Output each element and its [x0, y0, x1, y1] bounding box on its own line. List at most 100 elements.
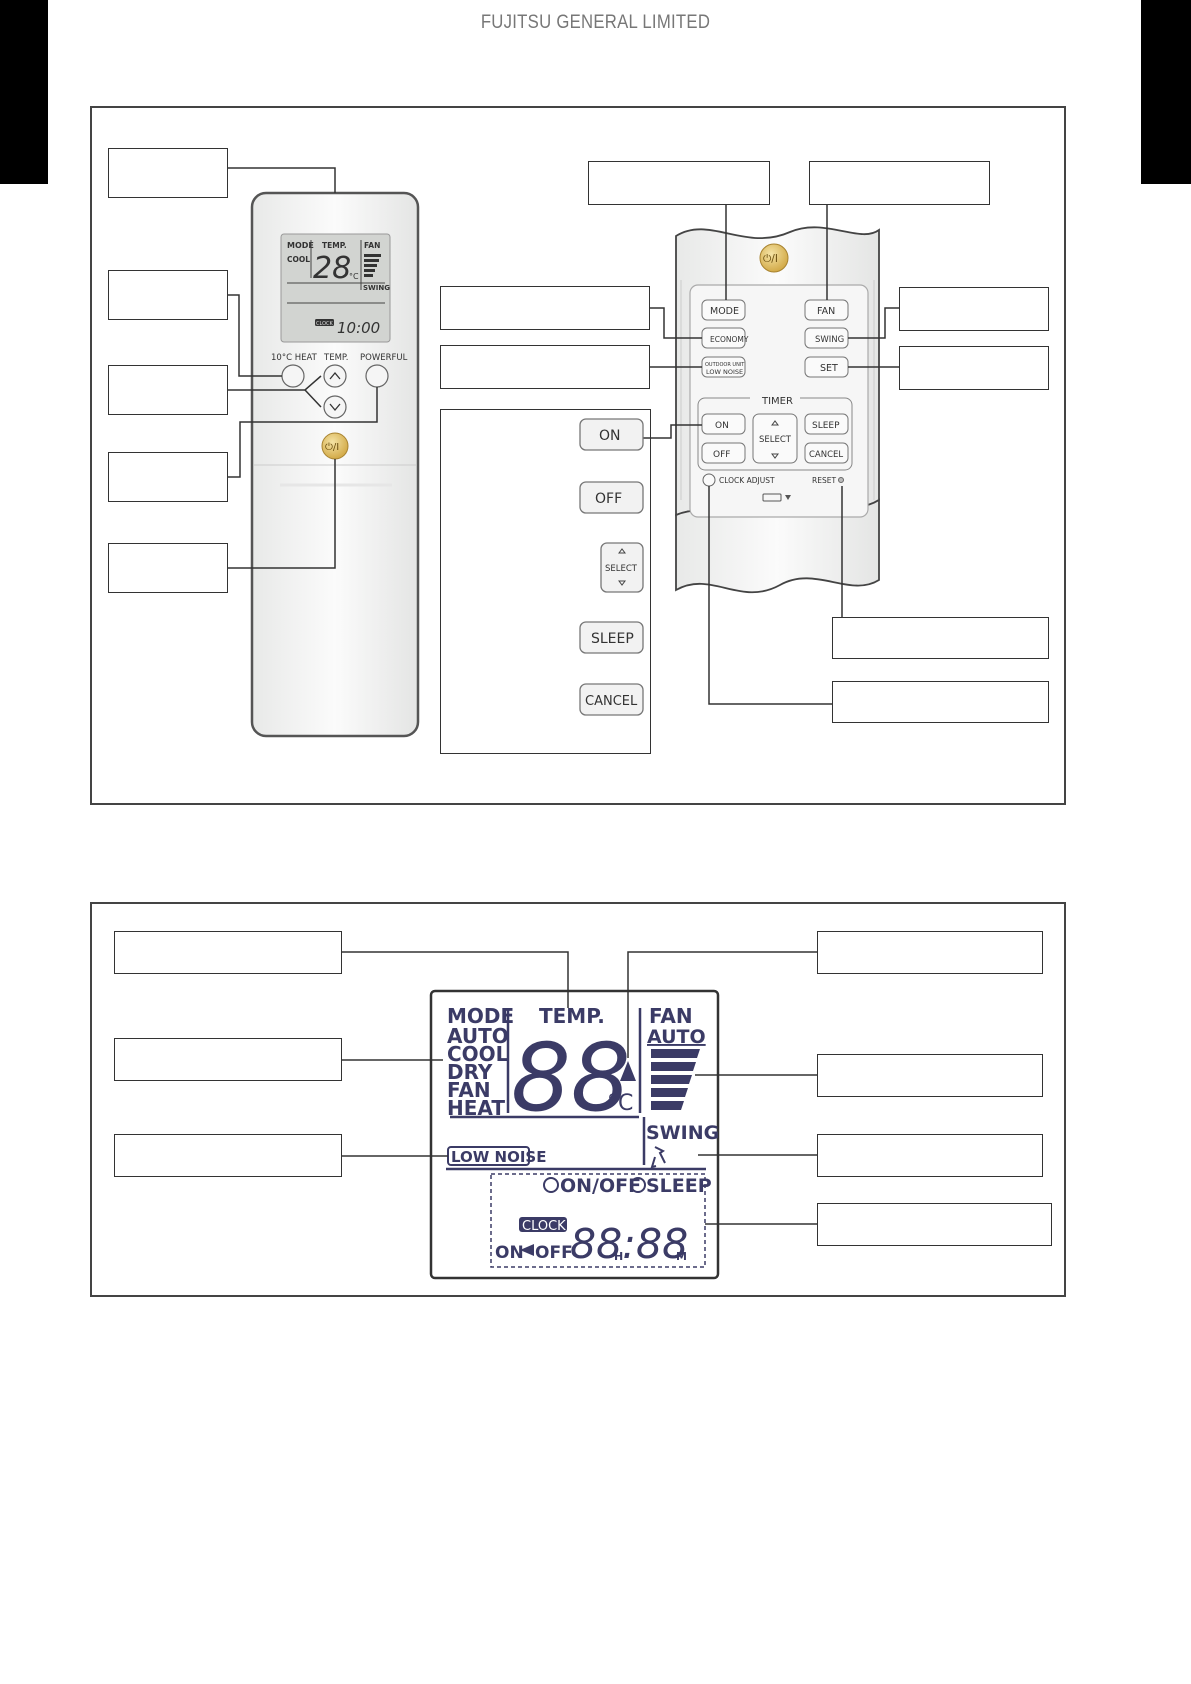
display-clock: CLOCK	[522, 1219, 566, 1234]
panel-sleep-button[interactable]	[804, 413, 849, 435]
panel-off-button[interactable]	[701, 442, 746, 464]
power-button-label: ⏻/I	[325, 442, 339, 453]
display-hours-mark: H	[614, 1250, 623, 1263]
callout-box-set	[899, 346, 1049, 390]
display-figure-drawing: MODE AUTO COOL DRY FAN HEAT TEMP. 88 °C …	[342, 951, 817, 1280]
callout-box-reset	[832, 617, 1049, 659]
lcd-swing-label: SWING	[363, 284, 390, 292]
callout-box-temp	[108, 365, 228, 415]
display-mode: MODE	[447, 1004, 514, 1028]
display-timer-area	[490, 1173, 706, 1268]
panel-low-noise-bottom: LOW NOISE	[706, 368, 743, 376]
lcd-unit: °C	[349, 272, 359, 281]
display-swing: SWING	[646, 1122, 719, 1144]
panel-mode-label: MODE	[710, 306, 739, 317]
panel-off-label: OFF	[713, 450, 730, 460]
detail-on-label: ON	[599, 428, 621, 444]
ten-heat-button[interactable]	[281, 364, 305, 388]
callout-box-clock-adjust	[832, 681, 1049, 723]
detail-cancel-label: CANCEL	[585, 694, 638, 709]
panel-set-label: SET	[820, 363, 838, 374]
lcd-temp-label: TEMP.	[322, 241, 347, 250]
detail-sleep-label: SLEEP	[591, 631, 634, 647]
lcd-panel	[429, 989, 720, 1280]
display-on-off-arrow-icon	[520, 1244, 534, 1256]
battery-icon	[762, 493, 782, 502]
panel-cancel-label: CANCEL	[809, 450, 843, 460]
display-unit: °C	[607, 1091, 633, 1116]
display-fan-label: FAN	[649, 1004, 693, 1028]
callout-box-powerful	[108, 452, 228, 502]
panel-reset-label: RESET	[812, 476, 836, 485]
lcd-mode-value: COOL	[287, 255, 310, 264]
display-fan: FAN	[447, 1078, 491, 1102]
callout-box-display	[108, 148, 228, 198]
callout-box-10heat	[108, 270, 228, 320]
panel-clock-adjust-label: CLOCK ADJUST	[719, 476, 775, 485]
display-cool: COOL	[447, 1042, 509, 1066]
company-header: FUJITSU GENERAL LIMITED	[480, 12, 711, 33]
left-edge-tab	[0, 0, 48, 184]
callout-box-economy	[440, 286, 650, 330]
display-clock-icon	[543, 1177, 559, 1193]
panel-select-label: SELECT	[759, 435, 792, 445]
display-figure-frame	[90, 902, 1066, 1297]
temp-up-button[interactable]	[323, 364, 347, 388]
callout-box-mode-display	[114, 1038, 342, 1081]
detail-on-button[interactable]	[579, 418, 644, 451]
remote-figure-frame	[90, 106, 1066, 805]
detail-select-label: SELECT	[605, 564, 638, 574]
detail-off-label: OFF	[595, 491, 622, 507]
panel-power-label: ⏻/I	[763, 253, 778, 265]
display-up-arrow-icon	[620, 1061, 636, 1081]
temp-down-button[interactable]	[323, 395, 347, 419]
callout-box-fan	[809, 161, 990, 205]
leader-lines-left	[228, 167, 378, 569]
callout-box-power	[108, 543, 228, 593]
lcd-temp-value: 28	[313, 251, 351, 286]
panel-on-button[interactable]	[701, 413, 746, 435]
display-sleep: SLEEP	[646, 1175, 712, 1197]
lcd-fan-bars	[364, 254, 381, 277]
display-swing-icon	[650, 1146, 666, 1169]
detail-sleep-button[interactable]	[579, 621, 644, 654]
panel-reset-button[interactable]	[838, 477, 844, 483]
display-off: OFF	[535, 1243, 573, 1263]
panel-on-label: ON	[715, 421, 729, 431]
remote-figure-drawing: MODE COOL TEMP. 28 °C FAN SWING CLOCK 10…	[228, 167, 899, 738]
temp-label: TEMP.	[323, 353, 348, 363]
right-edge-tab	[1141, 0, 1191, 184]
display-dry: DRY	[447, 1060, 493, 1084]
display-sleep-clock-icon	[630, 1177, 646, 1193]
callout-box-swing-display	[817, 1134, 1043, 1177]
callout-box-low-noise-display	[114, 1134, 342, 1177]
panel-power-button[interactable]	[759, 243, 789, 273]
panel-cancel-button[interactable]	[804, 442, 849, 464]
detail-cancel-button[interactable]	[579, 683, 644, 716]
lcd-fan-label: FAN	[364, 241, 380, 250]
display-auto: AUTO	[447, 1024, 509, 1048]
powerful-button[interactable]	[365, 364, 389, 388]
lcd-mode-label: MODE	[287, 241, 314, 250]
leader-lines-display	[342, 951, 817, 1225]
lcd-clock-value: 10:00	[337, 319, 380, 337]
callout-box-timer-display	[817, 1203, 1052, 1246]
display-time: 88:88	[570, 1220, 688, 1268]
detail-select-button[interactable]	[600, 542, 644, 593]
panel-mode-button[interactable]	[701, 299, 746, 321]
callout-box-swing	[899, 287, 1049, 331]
detail-off-button[interactable]	[579, 481, 644, 514]
display-fan-bars	[651, 1049, 700, 1110]
leader-lines-right	[640, 205, 899, 705]
display-fan-auto: AUTO	[647, 1026, 706, 1048]
panel-timer-label: TIMER	[761, 396, 793, 407]
callout-box-unit-display	[817, 931, 1043, 974]
panel-swing-label: SWING	[815, 335, 844, 345]
display-low-noise: LOW NOISE	[451, 1148, 546, 1166]
panel-low-noise-top: OUTDOOR UNIT	[705, 362, 745, 368]
panel-select-button[interactable]	[752, 413, 798, 464]
panel-clock-adjust-button[interactable]	[702, 473, 716, 487]
callout-box-low-noise	[440, 345, 650, 389]
callout-box-mode	[588, 161, 770, 205]
panel-economy-label: ECONOMY	[710, 335, 749, 344]
